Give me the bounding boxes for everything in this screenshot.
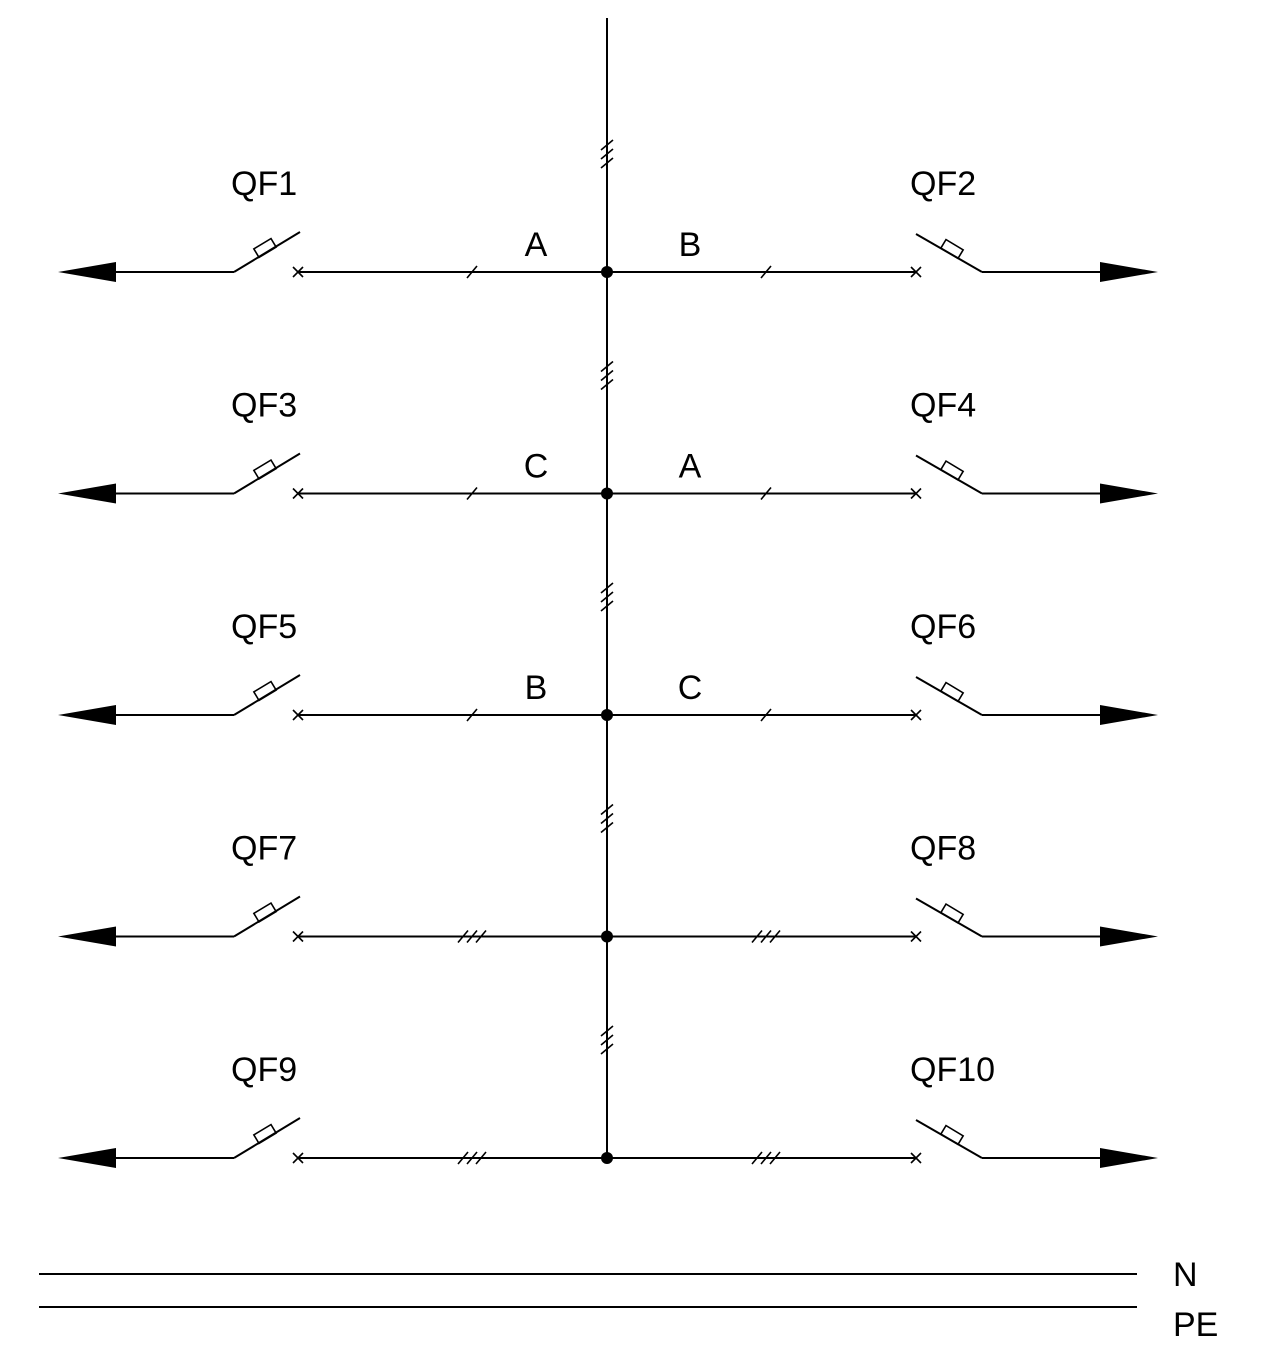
right-feeder-phase-ticks xyxy=(769,929,781,944)
right-feeder-phase-ticks xyxy=(751,929,763,944)
bus-phase-ticks xyxy=(600,369,614,382)
left-outgoing-arrow xyxy=(58,705,116,725)
left-breaker-terminal-cross xyxy=(292,487,304,500)
left-breaker-label: QF1 xyxy=(231,165,297,203)
bus-phase-ticks xyxy=(600,821,614,834)
right-breaker-label: QF8 xyxy=(910,830,976,868)
right-feeder-phase-ticks xyxy=(760,486,772,501)
left-feeder-phase-ticks xyxy=(475,929,487,944)
right-feeder-phase-ticks xyxy=(760,1151,772,1165)
left-breaker-terminal-cross xyxy=(292,1152,304,1164)
bus-phase-ticks xyxy=(600,812,614,825)
left-feeder-phase-ticks xyxy=(457,1151,469,1165)
right-breaker-terminal-cross xyxy=(910,1152,922,1164)
left-breaker-label: QF5 xyxy=(231,608,297,646)
left-feeder-phase-ticks xyxy=(466,929,478,944)
left-feeder-phase-ticks xyxy=(457,929,469,944)
left-breaker-trip-box xyxy=(252,901,278,924)
right-breaker-terminal-cross xyxy=(910,266,922,278)
left-breaker-terminal-cross xyxy=(292,930,304,943)
left-outgoing-arrow xyxy=(58,926,116,947)
left-outgoing-arrow xyxy=(58,262,116,282)
right-breaker-trip-box xyxy=(939,902,965,925)
pe-bus-label: PE xyxy=(1173,1306,1218,1344)
wiring-layer xyxy=(58,18,1158,1168)
left-feeder-phase-ticks xyxy=(475,1151,487,1165)
bus-phase-ticks xyxy=(600,148,614,160)
left-breaker-terminal-cross xyxy=(292,709,304,721)
right-breaker-trip-box xyxy=(939,238,965,260)
bus-phase-ticks xyxy=(600,803,614,816)
left-breaker-label: QF3 xyxy=(231,387,297,425)
right-phase-label: C xyxy=(678,669,703,707)
right-phase-label: A xyxy=(679,448,702,486)
right-feeder-phase-ticks xyxy=(760,708,772,722)
left-breaker-label: QF7 xyxy=(231,830,297,868)
right-outgoing-arrow xyxy=(1100,1148,1158,1168)
left-breaker-trip-box xyxy=(252,458,278,481)
right-outgoing-arrow xyxy=(1100,483,1158,504)
left-phase-label: A xyxy=(525,226,548,264)
bus-junction-dot xyxy=(601,709,613,721)
left-feeder-phase-ticks xyxy=(466,486,478,501)
right-phase-label: B xyxy=(679,226,702,264)
left-feeder-phase-ticks xyxy=(466,708,478,722)
bus-phase-ticks xyxy=(600,378,614,391)
bus-phase-ticks xyxy=(600,139,614,151)
bus-junction-dot xyxy=(601,930,613,943)
neutral-bus-label: N xyxy=(1173,1256,1198,1294)
left-outgoing-arrow xyxy=(58,483,116,504)
bus-phase-ticks xyxy=(600,1034,614,1046)
right-breaker-label: QF6 xyxy=(910,608,976,646)
left-phase-label: B xyxy=(525,669,548,707)
left-feeder-phase-ticks xyxy=(466,1151,478,1165)
right-breaker-trip-box xyxy=(939,1124,965,1146)
left-phase-label: C xyxy=(524,448,549,486)
right-feeder-phase-ticks xyxy=(760,929,772,944)
bus-phase-ticks xyxy=(600,360,614,373)
bus-junction-dot xyxy=(601,487,613,500)
right-outgoing-arrow xyxy=(1100,926,1158,947)
right-breaker-trip-box xyxy=(939,459,965,482)
right-outgoing-arrow xyxy=(1100,705,1158,725)
right-outgoing-arrow xyxy=(1100,262,1158,282)
right-breaker-terminal-cross xyxy=(910,930,922,943)
right-breaker-terminal-cross xyxy=(910,709,922,721)
left-feeder-phase-ticks xyxy=(466,265,478,279)
right-breaker-label: QF4 xyxy=(910,387,976,425)
bus-junction-dot xyxy=(601,266,613,278)
right-breaker-label: QF2 xyxy=(910,165,976,203)
right-breaker-label: QF10 xyxy=(910,1051,995,1089)
right-feeder-phase-ticks xyxy=(760,265,772,279)
bus-phase-ticks xyxy=(600,582,614,594)
left-breaker-terminal-cross xyxy=(292,266,304,278)
left-breaker-trip-box xyxy=(252,237,278,259)
right-breaker-terminal-cross xyxy=(910,487,922,500)
bus-phase-ticks xyxy=(600,1043,614,1055)
bus-phase-ticks xyxy=(600,600,614,612)
left-breaker-trip-box xyxy=(252,1123,278,1145)
right-breaker-trip-box xyxy=(939,681,965,703)
right-feeder-phase-ticks xyxy=(751,1151,763,1165)
left-outgoing-arrow xyxy=(58,1148,116,1168)
left-breaker-trip-box xyxy=(252,680,278,702)
bus-junction-dot xyxy=(601,1152,613,1164)
bus-phase-ticks xyxy=(600,157,614,169)
right-feeder-phase-ticks xyxy=(769,1151,781,1165)
bus-phase-ticks xyxy=(600,1025,614,1037)
bus-phase-ticks xyxy=(600,591,614,603)
left-breaker-label: QF9 xyxy=(231,1051,297,1089)
